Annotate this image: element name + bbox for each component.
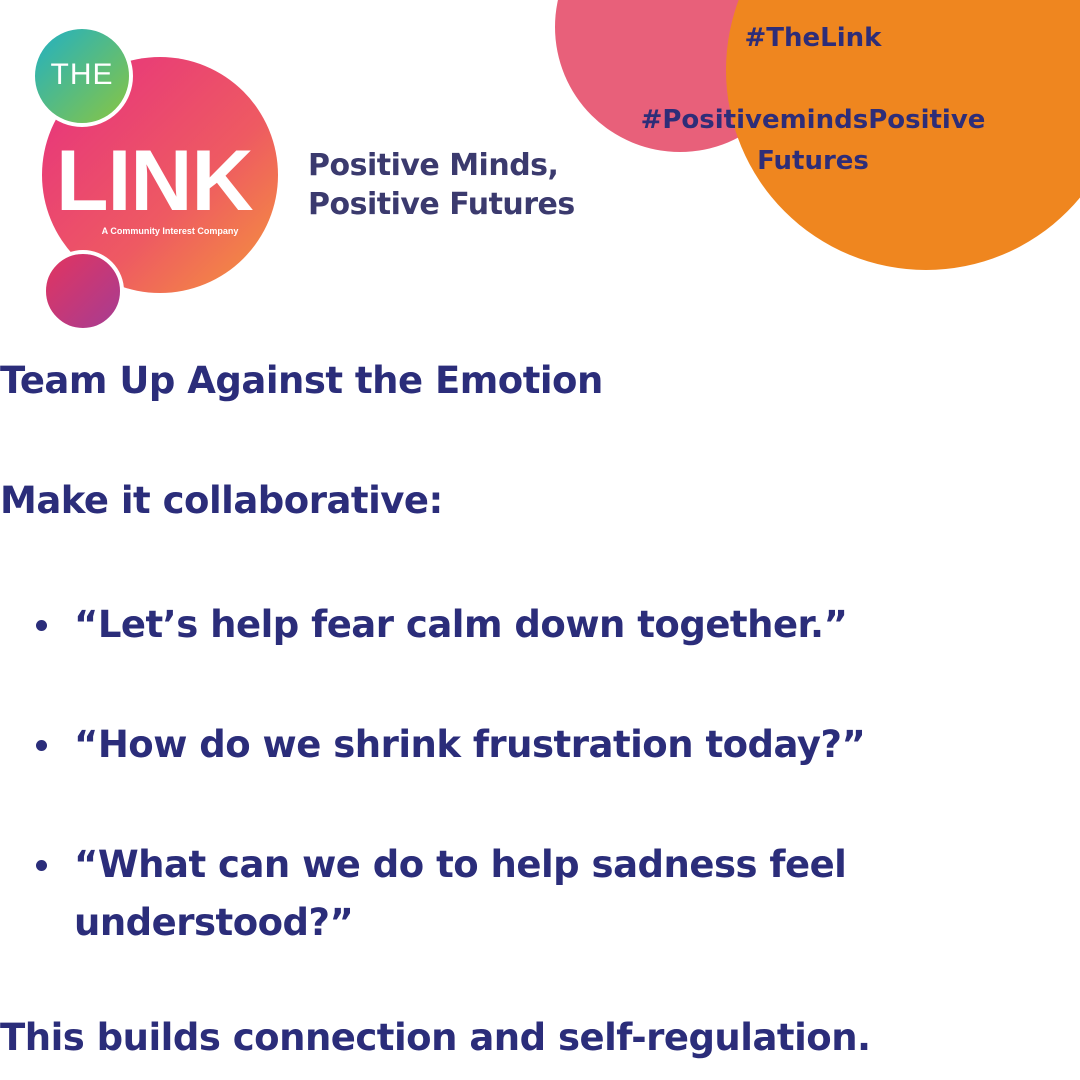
- main-content: Team Up Against the Emotion Make it coll…: [0, 356, 1080, 1014]
- bullet-list: “Let’s help fear calm down together.” “H…: [0, 596, 1080, 952]
- bullet-text: “Let’s help fear calm down together.”: [74, 603, 848, 646]
- logo-the-text: THE: [50, 58, 114, 91]
- bullet-dot-icon: [36, 740, 47, 751]
- logo-tagline: Positive Minds, Positive Futures: [308, 146, 575, 224]
- hashtag-thelink: #TheLink: [744, 23, 882, 53]
- hashtags: #TheLink #PositivemindsPositive Futures: [640, 18, 986, 182]
- logo-cic-text: A Community Interest Company: [101, 226, 239, 236]
- subheading: Make it collaborative:: [0, 479, 443, 522]
- list-item: “Let’s help fear calm down together.”: [0, 596, 954, 654]
- hashtag-positiveminds-line2: Futures: [757, 146, 869, 176]
- page-heading: Team Up Against the Emotion: [0, 359, 603, 402]
- list-item: “What can we do to help sadness feel und…: [0, 836, 954, 952]
- bullet-text: “How do we shrink frustration today?”: [74, 723, 866, 766]
- bullet-dot-icon: [36, 860, 47, 871]
- list-item: “How do we shrink frustration today?”: [0, 716, 954, 774]
- tagline-line1: Positive Minds,: [308, 148, 559, 183]
- bullet-dot-icon: [36, 620, 47, 631]
- tagline-line2: Positive Futures: [308, 187, 575, 222]
- the-link-logo: THE LINK A Community Interest Company Po…: [0, 0, 620, 340]
- bullet-text: “What can we do to help sadness feel und…: [74, 843, 847, 944]
- footer-text: This builds connection and self-regulati…: [0, 1016, 871, 1059]
- logo-bubbles-icon: [31, 25, 278, 332]
- logo-link-text: LINK: [56, 133, 254, 229]
- hashtag-positiveminds-line1: #PositivemindsPositive: [640, 105, 986, 135]
